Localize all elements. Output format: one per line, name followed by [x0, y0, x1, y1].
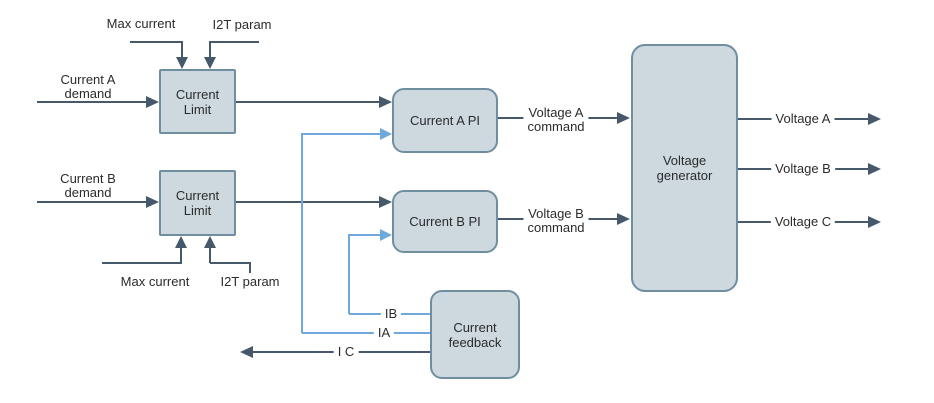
arrowhead-voltage-a-command-icon: [617, 112, 630, 124]
line-current-a-demand: [37, 101, 146, 103]
label-ia: IA: [373, 326, 395, 340]
label-max-current-top: Max current: [106, 16, 176, 31]
label-i2t-param-bottom: I2T param: [220, 274, 280, 289]
block-current-b-pi: Current B PI: [392, 190, 498, 253]
arrowhead-limit-b-to-pi-b-icon: [379, 196, 392, 208]
label-current-a-demand: Current A demand: [60, 72, 116, 101]
block-current-feedback: Current feedback: [430, 290, 520, 379]
line-i2t-bottom-tail: [249, 262, 251, 273]
label-voltage-b-out: Voltage B: [771, 162, 835, 176]
label-voltage-c-out: Voltage C: [770, 215, 836, 229]
block-current-limit-b: Current Limit: [159, 170, 236, 236]
arrowhead-max-current-top-icon: [176, 57, 188, 69]
line-max-current-top-v: [181, 41, 183, 58]
label-voltage-a-command: Voltage A command: [523, 106, 589, 134]
arrowhead-voltage-a-out-icon: [868, 113, 881, 125]
block-voltage-generator: Voltage generator: [631, 44, 738, 292]
line-limit-b-to-pi-b: [236, 201, 379, 203]
line-i2t-top-h: [210, 41, 259, 43]
block-current-limit-a: Current Limit: [159, 69, 236, 134]
arrowhead-ib-to-pi-b-icon: [380, 229, 392, 241]
arrowhead-voltage-b-command-icon: [617, 213, 630, 225]
arrowhead-limit-a-to-pi-a-icon: [379, 96, 392, 108]
label-ic: I C: [333, 345, 359, 359]
arrowhead-ia-to-pi-a-icon: [380, 128, 392, 140]
arrowhead-i2t-bottom-icon: [204, 236, 216, 248]
arrowhead-ic-feedback-icon: [240, 346, 253, 358]
line-current-b-demand: [37, 201, 146, 203]
line-max-current-bottom-h: [102, 262, 182, 264]
line-i2t-top-v: [209, 41, 211, 58]
label-i2t-param-top: I2T param: [212, 17, 272, 32]
label-current-b-demand: Current B demand: [60, 171, 116, 200]
line-ia-feedback-h: [302, 332, 430, 334]
arrowhead-i2t-top-icon: [204, 57, 216, 69]
line-limit-a-to-pi-a: [236, 101, 379, 103]
line-max-current-top-h: [130, 41, 183, 43]
line-ia-feedback-v: [301, 133, 303, 333]
arrowhead-max-current-bottom-icon: [175, 236, 187, 248]
arrowhead-current-b-demand-icon: [146, 196, 159, 208]
label-ib: IB: [380, 307, 402, 321]
line-ib-to-pi-b: [349, 234, 381, 236]
label-max-current-bottom: Max current: [120, 274, 190, 289]
line-ib-feedback-v: [348, 234, 350, 314]
line-max-current-bottom-v: [180, 247, 182, 263]
arrowhead-voltage-b-out-icon: [868, 163, 881, 175]
line-ia-to-pi-a: [302, 133, 381, 135]
arrowhead-current-a-demand-icon: [146, 96, 159, 108]
block-current-a-pi: Current A PI: [392, 88, 498, 153]
line-i2t-bottom-v: [209, 247, 211, 263]
label-voltage-a-out: Voltage A: [771, 112, 835, 126]
arrowhead-voltage-c-out-icon: [868, 216, 881, 228]
line-i2t-bottom-h: [210, 262, 251, 264]
label-voltage-b-command: Voltage B command: [523, 207, 589, 235]
